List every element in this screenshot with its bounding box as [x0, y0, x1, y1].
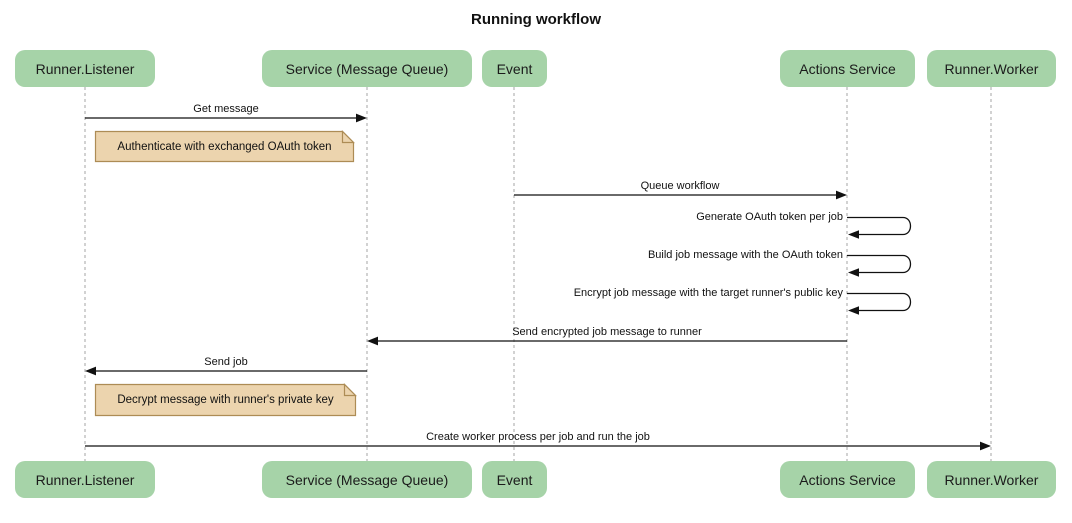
participant-label: Runner.Listener — [35, 60, 135, 77]
participant-event-bottom: Event — [482, 461, 547, 498]
participant-label: Actions Service — [799, 60, 896, 77]
note-authenticate: Authenticate with exchanged OAuth token — [117, 140, 332, 153]
participant-service-mq-top: Service (Message Queue) — [262, 50, 472, 87]
message-label-create-worker: Create worker process per job and run th… — [426, 431, 650, 443]
message-label-send-job: Send job — [204, 356, 248, 368]
participant-label: Runner.Listener — [35, 471, 135, 488]
note-fold-icon — [343, 383, 357, 397]
participant-service-mq-bottom: Service (Message Queue) — [262, 461, 472, 498]
arrowhead-left — [848, 230, 859, 239]
participant-runner-worker-top: Runner.Worker — [927, 50, 1056, 87]
self-loop-build-job-message — [847, 254, 912, 274]
participant-runner-worker-bottom: Runner.Worker — [927, 461, 1056, 498]
arrowheads — [85, 113, 991, 451]
message-label-queue-workflow: Queue workflow — [640, 180, 720, 192]
arrowhead-left — [367, 336, 378, 346]
message-label-generate-oauth: Generate OAuth token per job — [696, 211, 843, 223]
diagram-title: Running workflow — [471, 11, 601, 28]
arrowhead-right — [980, 441, 991, 451]
note-fold-icon — [341, 130, 355, 144]
participant-runner-listener-bottom: Runner.Listener — [15, 461, 155, 498]
self-loop-generate-oauth — [847, 216, 912, 236]
arrowhead-left — [848, 306, 859, 315]
participant-label: Event — [496, 60, 533, 77]
participant-runner-listener-top: Runner.Listener — [15, 50, 155, 87]
participant-label: Runner.Worker — [944, 60, 1039, 77]
note-decrypt: Decrypt message with runner's private ke… — [117, 394, 334, 406]
message-label-send-encrypted-job: Send encrypted job message to runner — [512, 326, 702, 338]
participant-actions-service-bottom: Actions Service — [780, 461, 915, 498]
note-shape-decrypt — [94, 383, 357, 417]
arrowhead-left — [85, 366, 96, 376]
arrowhead-left — [848, 268, 859, 277]
participant-actions-service-top: Actions Service — [780, 50, 915, 87]
self-loop-encrypt-job-message — [847, 292, 912, 312]
arrowhead-right — [356, 113, 367, 123]
note-shapes — [94, 130, 357, 417]
note-shape-authenticate — [94, 130, 355, 163]
lifelines — [84, 87, 992, 461]
participant-label: Runner.Worker — [944, 471, 1039, 488]
message-label-build-job-message: Build job message with the OAuth token — [647, 249, 843, 261]
participant-label: Service (Message Queue) — [285, 471, 449, 488]
participant-label: Actions Service — [799, 471, 896, 488]
participant-event-top: Event — [482, 50, 547, 87]
message-arrows — [85, 117, 980, 447]
participant-label: Event — [496, 471, 533, 488]
participant-label: Service (Message Queue) — [285, 60, 449, 77]
message-label-get-message: Get message — [193, 103, 259, 115]
message-label-encrypt-job-message: Encrypt job message with the target runn… — [573, 287, 843, 299]
arrowhead-right — [836, 190, 847, 200]
